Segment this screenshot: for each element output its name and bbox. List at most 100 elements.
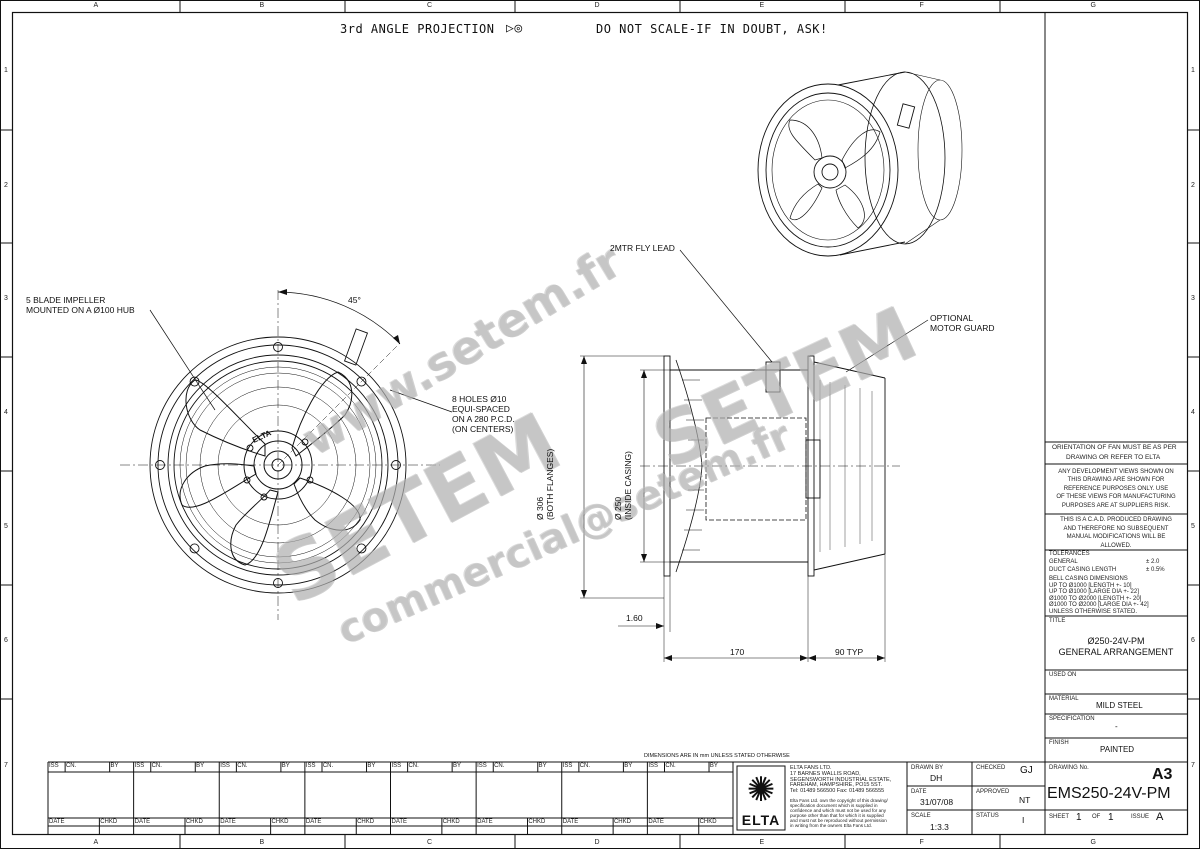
copyright-note-line-2: specification document which is supplied… bbox=[790, 803, 878, 808]
bell-casing-note-line-1: BELL CASING DIMENSIONS bbox=[1049, 576, 1128, 582]
date-label: DATE bbox=[911, 789, 927, 795]
issue-label: ISSUE bbox=[1131, 814, 1150, 820]
tolerances-label: TOLERANCES bbox=[1049, 551, 1090, 557]
sheet-label: SHEET bbox=[1049, 814, 1070, 820]
cad-note-line-3: MANUAL MODIFICATIONS WILL BE bbox=[1066, 534, 1166, 541]
rev-header-chkd: CHKD bbox=[699, 819, 717, 825]
rev-header-iss: ISS bbox=[477, 763, 487, 769]
bell-casing-note-line-2: UP TO Ø1000 [LENGTH +- 10] bbox=[1049, 582, 1132, 589]
rev-header-cn: CN. bbox=[408, 763, 419, 769]
development-note-line-4: OF THESE VIEWS FOR MANUFACTURING bbox=[1056, 494, 1176, 501]
sheet-value: 1 bbox=[1076, 812, 1082, 823]
dia-250-line2: (INSIDE CASING) bbox=[622, 451, 633, 520]
grid-row-5-right: 5 bbox=[1191, 523, 1195, 530]
rev-header-date: DATE bbox=[49, 819, 65, 825]
motor-guard-label-line1: OPTIONAL bbox=[930, 313, 973, 323]
specification-label: SPECIFICATION bbox=[1049, 716, 1095, 722]
grid-row-2-right: 2 bbox=[1191, 181, 1195, 189]
checked-value: GJ bbox=[1020, 765, 1033, 776]
rev-header-by: BY bbox=[281, 763, 290, 769]
grid-row-4-right: 4 bbox=[1191, 409, 1195, 416]
grid-col-G-top: G bbox=[1090, 2, 1096, 9]
holes-label-line4: (ON CENTERS) bbox=[452, 424, 514, 434]
general-tolerance-label: GENERAL bbox=[1049, 559, 1078, 565]
duct-tolerance-label: DUCT CASING LENGTH bbox=[1049, 567, 1117, 573]
rev-header-iss: ISS bbox=[49, 763, 59, 769]
grid-row-2-left: 2 bbox=[4, 181, 8, 189]
scale-label: SCALE bbox=[911, 813, 931, 819]
scale-value: 1:3.3 bbox=[930, 822, 949, 832]
rev-header-chkd: CHKD bbox=[100, 819, 118, 825]
grid-row-6-right: 6 bbox=[1191, 637, 1195, 644]
holes-label-line2: EQUI-SPACED bbox=[452, 404, 510, 414]
impeller-label-line1: 5 BLADE IMPELLER bbox=[26, 295, 106, 305]
dim-170: 170 bbox=[730, 647, 745, 657]
grid-col-G-bottom: G bbox=[1090, 839, 1096, 846]
grid-row-6-left: 6 bbox=[4, 637, 8, 644]
rev-header-by: BY bbox=[453, 763, 462, 769]
status-value: I bbox=[1022, 815, 1025, 825]
drawing-no-label: DRAWING No. bbox=[1049, 765, 1089, 771]
dim-90-typ: 90 TYP bbox=[835, 647, 864, 657]
grid-col-B-top: B bbox=[259, 2, 265, 9]
grid-col-F-bottom: F bbox=[919, 839, 924, 846]
cad-note-line-1: THIS IS A C.A.D. PRODUCED DRAWING bbox=[1060, 517, 1172, 523]
rev-header-iss: ISS bbox=[134, 763, 145, 769]
rev-header-chkd: CHKD bbox=[528, 819, 546, 825]
rev-header-date: DATE bbox=[305, 819, 322, 825]
drawing-number: EMS250-24V-PM bbox=[1047, 785, 1171, 802]
rev-header-by: BY bbox=[196, 763, 205, 769]
used-on-label: USED ON bbox=[1049, 672, 1077, 678]
approved-label: APPROVED bbox=[976, 789, 1010, 795]
drawn-by-label: DRAWN BY bbox=[911, 765, 944, 771]
grid-col-A-top: A bbox=[93, 2, 99, 9]
rev-header-iss: ISS bbox=[220, 763, 230, 769]
company-address-line-5: Tel: 01489 566500 Fax: 01489 566555 bbox=[790, 788, 885, 795]
cad-note-line-2: AND THEREFORE NO SUBSEQUENT bbox=[1063, 525, 1169, 532]
elta-logo-icon: ✺ bbox=[746, 771, 776, 809]
copyright-note-line-3: confidence and which must not be used fo… bbox=[790, 808, 887, 813]
drawn-by-value: DH bbox=[930, 773, 943, 783]
company-address-line-3: SEGENSWORTH INDUSTRIAL ESTATE, bbox=[790, 776, 892, 783]
of-label: OF bbox=[1092, 814, 1101, 820]
bell-casing-note-line-5: Ø1000 TO Ø2000 [LARGE DIA +- 42] bbox=[1049, 602, 1149, 609]
general-tolerance-value: ± 2.0 bbox=[1146, 559, 1160, 565]
angle-dimension: 45° bbox=[348, 295, 361, 305]
rev-header-date: DATE bbox=[562, 819, 579, 825]
rev-header-chkd: CHKD bbox=[271, 819, 289, 825]
finish-label: FINISH bbox=[1049, 740, 1069, 746]
rev-header-by: BY bbox=[709, 763, 718, 769]
copyright-note-line-4: purpose other than that for which it is … bbox=[790, 813, 884, 818]
rev-header-date: DATE bbox=[220, 819, 236, 825]
dia-306-label: Ø 306 (BOTH FLANGES) bbox=[535, 448, 555, 520]
projection-symbol-icon: ▷◎ bbox=[506, 21, 523, 36]
cad-note-line-4: ALLOWED. bbox=[1100, 542, 1132, 549]
bell-casing-note-line-6: UNLESS OTHERWISE STATED. bbox=[1049, 608, 1138, 615]
checked-label: CHECKED bbox=[976, 765, 1006, 771]
drawing-title-line1: Ø250-24V-PM bbox=[1087, 636, 1145, 646]
rev-header-iss: ISS bbox=[391, 763, 402, 769]
rev-header-date: DATE bbox=[134, 819, 151, 825]
development-note-line-2: THIS DRAWING ARE SHOWN FOR bbox=[1067, 477, 1165, 484]
dia-306-line2: (BOTH FLANGES) bbox=[544, 448, 555, 520]
grid-row-7-right: 7 bbox=[1191, 762, 1195, 769]
rev-header-chkd: CHKD bbox=[185, 819, 203, 825]
motor-guard-label-line2: MOTOR GUARD bbox=[930, 323, 995, 333]
elta-logo-text: ELTA bbox=[741, 812, 781, 828]
rev-header-by: BY bbox=[110, 763, 119, 769]
rev-header-cn: CN. bbox=[151, 763, 162, 769]
rev-header-cn: CN. bbox=[579, 763, 591, 769]
rev-header-cn: CN. bbox=[322, 763, 334, 769]
development-note-line-5: PURPOSES ARE AT SUPPLIERS RISK. bbox=[1061, 502, 1171, 509]
grid-col-C-top: C bbox=[427, 2, 433, 9]
grid-col-E-top: E bbox=[759, 2, 765, 9]
company-address-line-4: FAREHAM, HAMPSHIRE, PO15 5ST. bbox=[790, 782, 882, 789]
rev-header-iss: ISS bbox=[648, 763, 659, 769]
specification-value: - bbox=[1115, 722, 1118, 731]
bell-casing-note-line-3: UP TO Ø1000 [LARGE DIA +- 22] bbox=[1049, 589, 1139, 596]
material-label: MATERIAL bbox=[1049, 696, 1079, 702]
rev-header-cn: CN. bbox=[65, 763, 77, 769]
grid-row-4-left: 4 bbox=[4, 409, 8, 416]
cad-note: THIS IS A C.A.D. PRODUCED DRAWING AND THE… bbox=[1050, 516, 1182, 550]
